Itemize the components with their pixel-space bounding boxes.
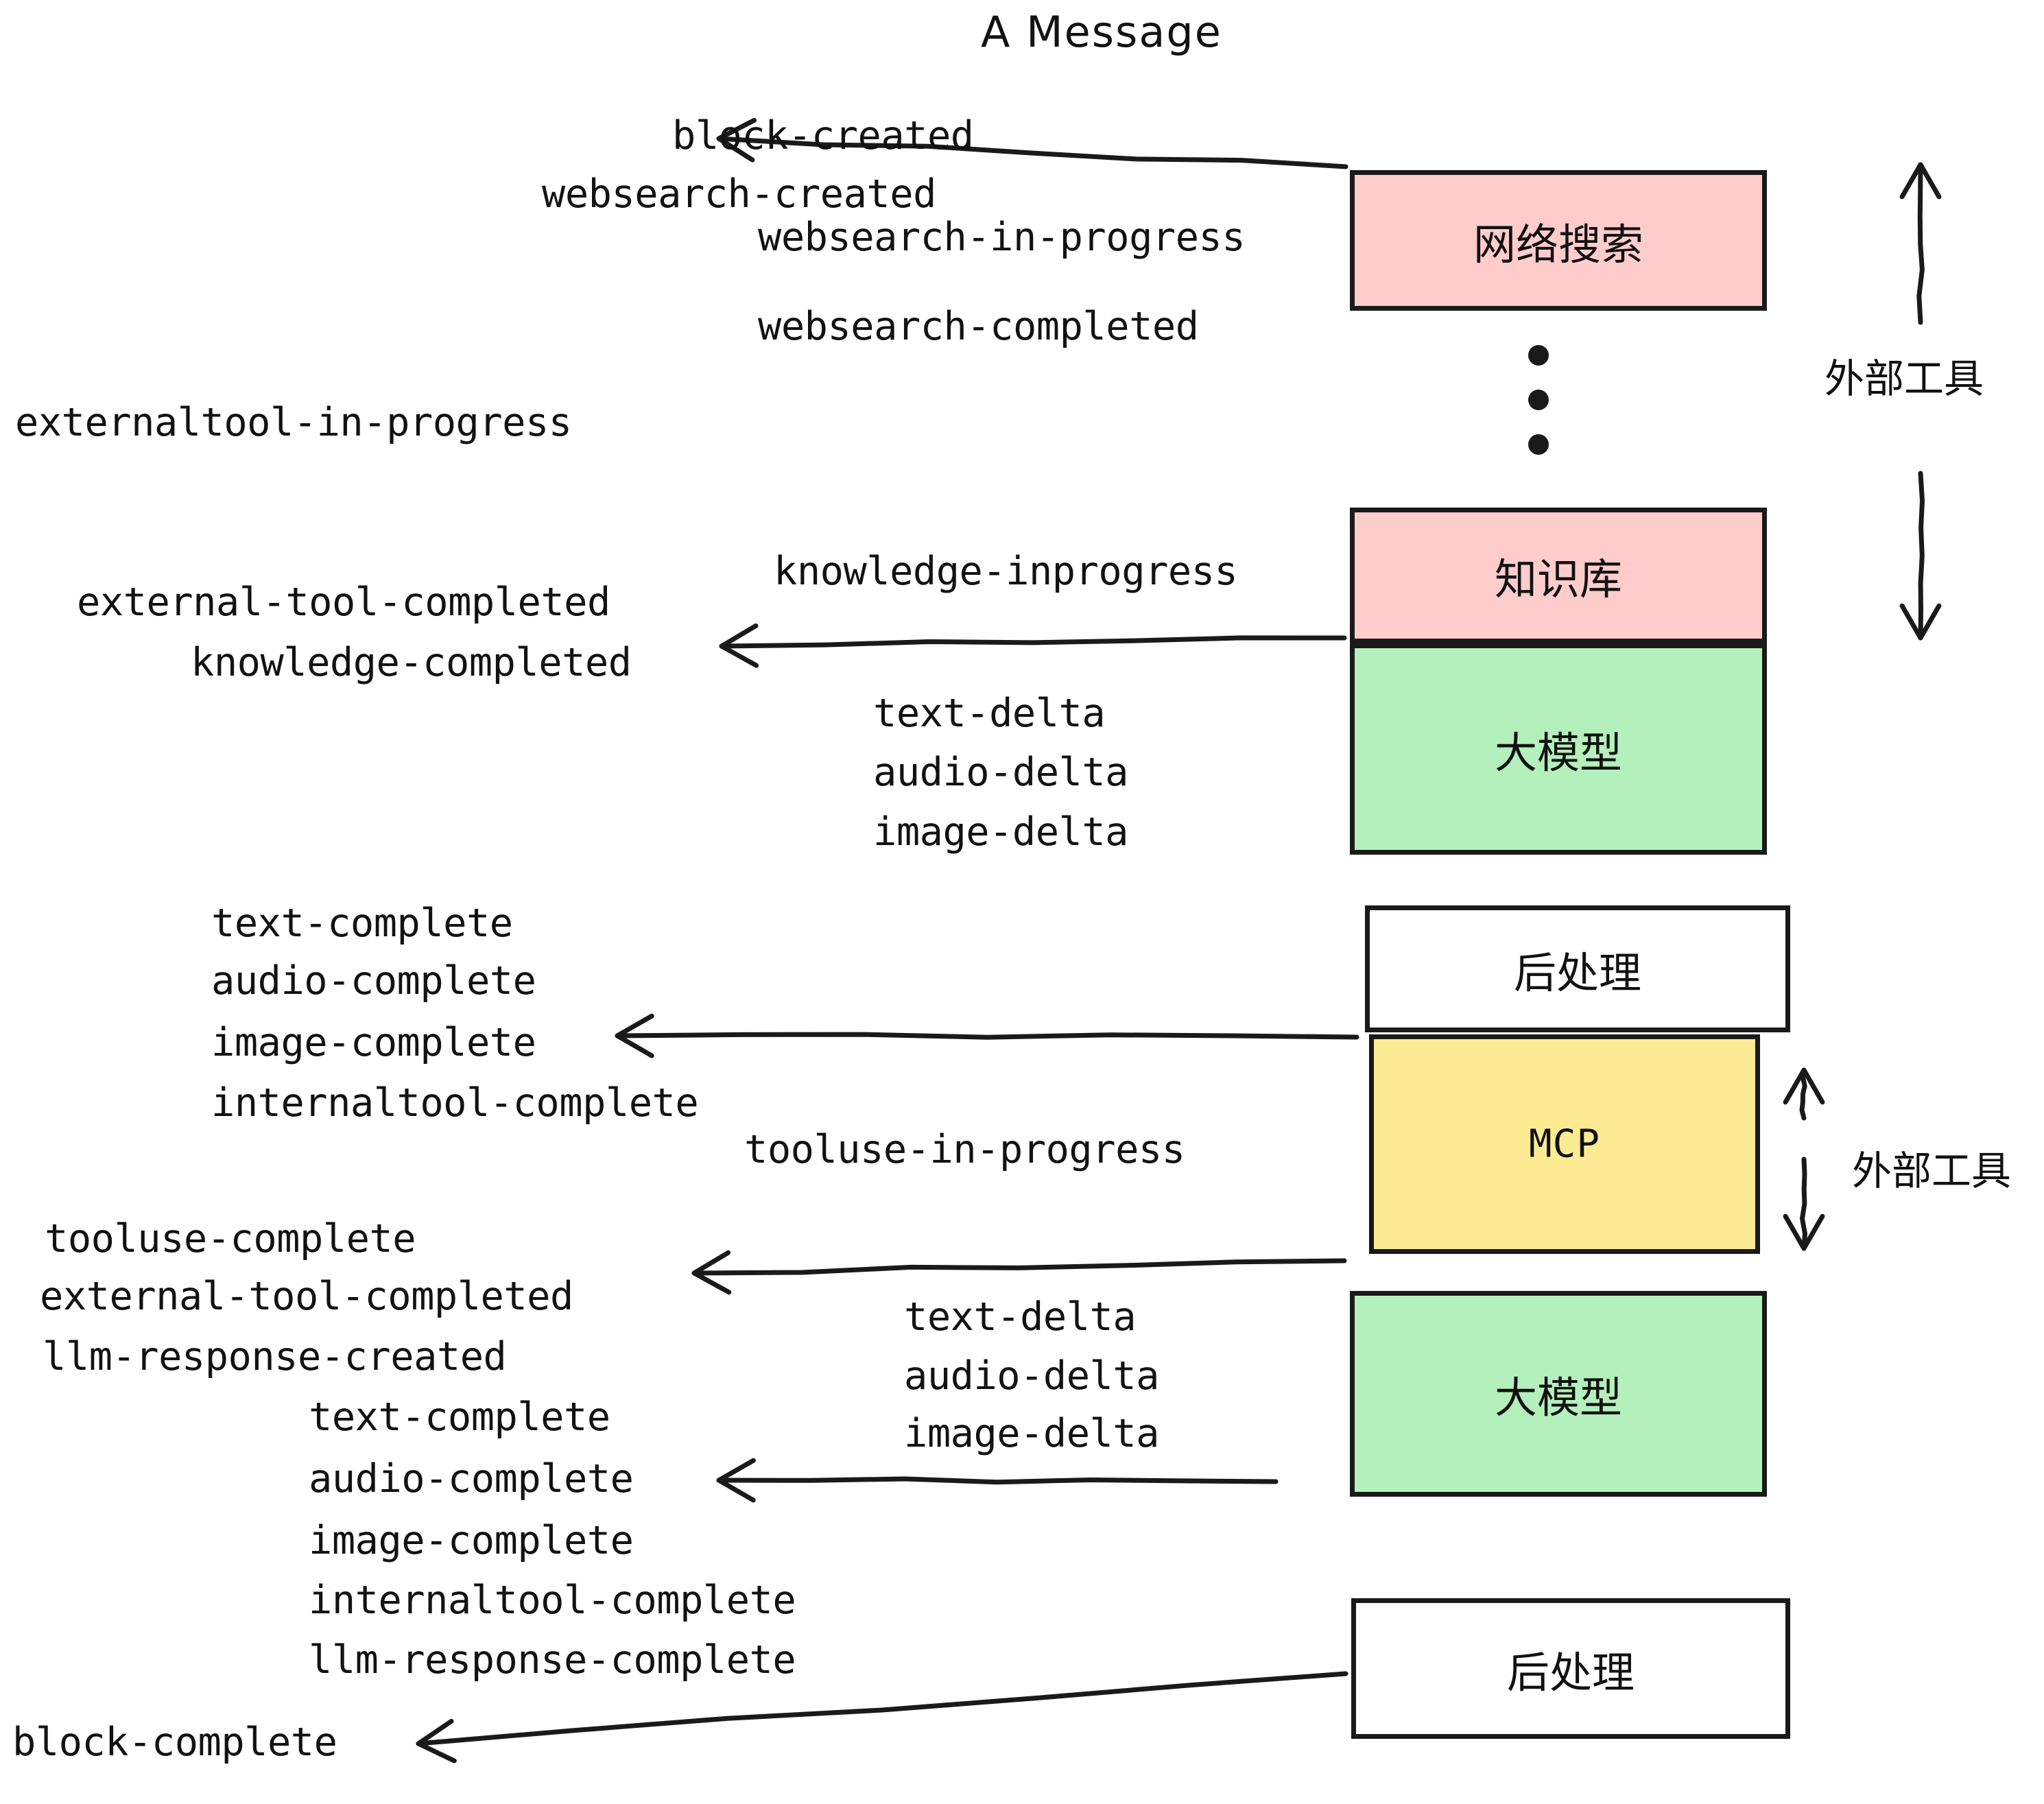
node-label-mcp: MCP (1528, 1121, 1601, 1167)
node-label-llm-top: 大模型 (1494, 728, 1623, 778)
arrow-head-arrow-tooluse-complete (691, 1250, 732, 1295)
arrow-line-arrow-tooluse-complete (691, 1258, 1347, 1276)
side-arrow-up-line-external-tool-top (1916, 162, 1925, 325)
event-label-llm-response-complete: llm-response-complete (309, 1637, 796, 1683)
arrow-line-arrow-audio-complete (716, 1476, 1279, 1485)
event-label-internaltool-complete-2: internaltool-complete (309, 1578, 796, 1623)
node-box-websearch (1350, 170, 1767, 311)
ellipsis-dot-1 (1528, 345, 1549, 366)
event-label-text-complete-2: text-complete (309, 1394, 610, 1440)
event-label-internaltool-complete-1: internaltool-complete (211, 1080, 699, 1126)
event-label-audio-delta-1: audio-delta (873, 750, 1129, 795)
arrow-line-arrow-knowledge-completed (719, 635, 1347, 649)
side-arrow-down-line-external-tool-bottom (1800, 1156, 1807, 1251)
event-label-externaltool-in-progress: externaltool-in-progress (15, 400, 572, 445)
arrow-line-arrow-block-complete (416, 1671, 1348, 1746)
ellipsis-dot-3 (1528, 434, 1549, 455)
event-label-audio-complete-1: audio-complete (211, 958, 536, 1004)
event-label-tooluse-complete: tooluse-complete (45, 1216, 416, 1261)
node-label-post-top: 后处理 (1513, 947, 1642, 998)
event-label-image-delta-1: image-delta (873, 809, 1129, 855)
node-box-post-top (1365, 905, 1790, 1032)
ellipsis-dot-2 (1528, 390, 1549, 410)
event-label-image-complete-2: image-complete (309, 1518, 634, 1563)
event-label-knowledge-completed: knowledge-completed (191, 640, 632, 685)
side-annotation-external-tool-bottom: 外部工具 (1852, 1148, 2012, 1194)
node-box-llm-top (1350, 643, 1767, 855)
arrow-head-arrow-knowledge-completed (719, 623, 759, 668)
event-label-image-delta-2: image-delta (904, 1411, 1160, 1456)
event-label-websearch-created: websearch-created (542, 171, 936, 217)
event-label-knowledge-inprogress: knowledge-inprogress (774, 549, 1238, 594)
node-box-knowledge (1350, 508, 1767, 643)
node-label-post-bottom: 后处理 (1506, 1647, 1635, 1698)
side-arrow-down-head-external-tool-bottom (1783, 1213, 1825, 1251)
arrow-line-arrow-image-complete (615, 1032, 1359, 1040)
side-arrow-up-head-external-tool-top (1899, 162, 1942, 200)
page-title: A Message (981, 7, 1222, 57)
event-label-image-complete-1: image-complete (211, 1020, 536, 1065)
side-arrow-down-line-external-tool-top (1918, 471, 1925, 641)
arrow-head-arrow-image-complete (615, 1013, 654, 1058)
side-arrow-down-head-external-tool-top (1899, 603, 1942, 641)
arrow-line-arrow-block-created (716, 136, 1348, 169)
side-arrow-up-line-external-tool-bottom (1799, 1067, 1807, 1121)
arrow-head-arrow-block-complete (416, 1718, 457, 1764)
arrow-head-arrow-audio-complete (716, 1458, 756, 1503)
node-label-websearch: 网络搜索 (1473, 219, 1644, 270)
node-label-knowledge: 知识库 (1494, 554, 1623, 604)
event-label-websearch-completed: websearch-completed (758, 304, 1199, 349)
node-label-llm-bottom: 大模型 (1494, 1373, 1623, 1423)
arrow-head-arrow-block-created (716, 117, 757, 163)
node-box-llm-bottom (1350, 1291, 1767, 1497)
event-label-audio-delta-2: audio-delta (904, 1353, 1160, 1399)
event-label-audio-complete-2: audio-complete (309, 1456, 634, 1502)
event-label-websearch-in-progress: websearch-in-progress (758, 215, 1246, 260)
node-box-mcp (1369, 1034, 1760, 1254)
side-arrow-up-head-external-tool-bottom (1783, 1067, 1825, 1105)
event-label-text-delta-2: text-delta (904, 1294, 1137, 1340)
event-label-llm-response-created: llm-response-created (43, 1334, 507, 1379)
event-label-external-tool-completed-1: external-tool-completed (77, 580, 610, 625)
event-label-tooluse-in-progress: tooluse-in-progress (744, 1127, 1185, 1172)
event-label-text-delta-1: text-delta (873, 691, 1106, 736)
node-box-post-bottom (1351, 1598, 1790, 1739)
event-label-block-complete: block-complete (12, 1720, 337, 1765)
event-label-text-complete-1: text-complete (211, 901, 513, 946)
event-label-block-created: block-created (672, 113, 974, 158)
event-label-external-tool-completed-2: external-tool-completed (40, 1274, 573, 1319)
side-annotation-external-tool-top: 外部工具 (1825, 355, 1984, 402)
